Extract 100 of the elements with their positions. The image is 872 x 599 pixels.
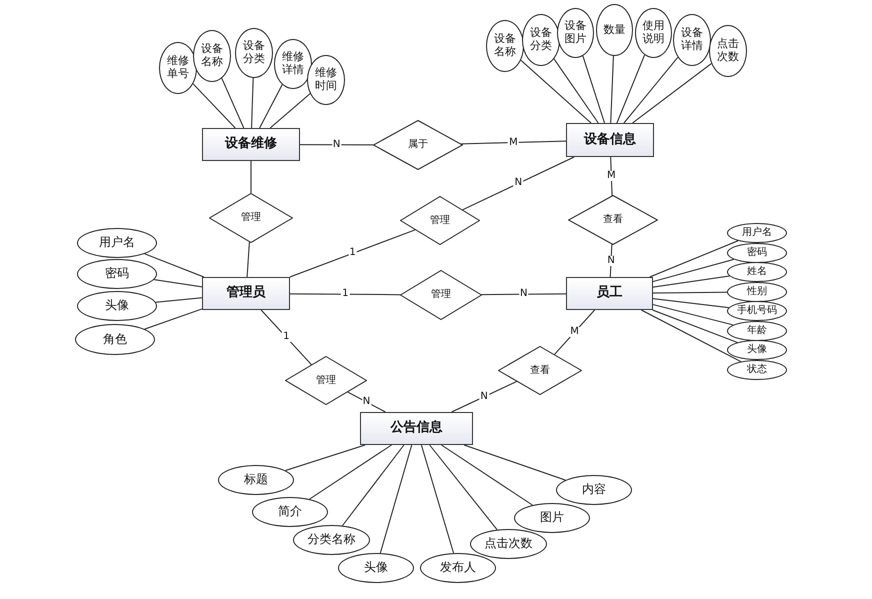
connector-line: [652, 298, 730, 308]
connector-line: [347, 392, 386, 412]
connector-line: [520, 60, 592, 124]
attribute-ellipse: [274, 39, 312, 89]
entity-label: 设备信息: [584, 132, 636, 148]
connector-line: [440, 444, 533, 506]
attribute-ellipse: [727, 360, 787, 380]
attribute-label: 标题: [244, 473, 268, 487]
connector-line: [652, 310, 738, 343]
cardinality-label: M: [606, 171, 617, 182]
connector-line: [632, 63, 712, 124]
attribute-ellipse: [218, 465, 294, 495]
entity-box: [202, 277, 290, 310]
attribute-label: 设备分类: [242, 40, 266, 66]
connector-line: [260, 310, 312, 366]
attribute-label: 角色: [103, 332, 127, 346]
connector-line: [610, 244, 612, 278]
attribute-label: 状态: [747, 364, 767, 376]
attribute-ellipse: [159, 42, 197, 94]
attribute-ellipse: [307, 55, 345, 105]
connector-line: [582, 55, 606, 124]
cardinality-label: N: [362, 397, 372, 407]
attribute-ellipse: [727, 321, 787, 341]
attribute-label: 简介: [278, 505, 302, 519]
attribute-label: 设备分类: [529, 27, 553, 53]
attribute-ellipse: [596, 4, 633, 56]
connector-line: [144, 253, 204, 278]
connector-line: [649, 240, 739, 278]
connector-line: [154, 279, 202, 288]
cardinality-label: M: [508, 138, 519, 148]
attribute-label: 设备名称: [493, 33, 517, 59]
relationship-label: 管理: [431, 289, 451, 301]
attribute-label: 头像: [364, 561, 388, 575]
entity-label: 管理员: [226, 286, 266, 301]
attribute-label: 发布人: [440, 561, 476, 575]
relationship-label: 管理: [430, 214, 450, 226]
attribute-label: 点击次数: [716, 38, 740, 64]
attribute-label: 图片: [540, 511, 564, 525]
attribute-label: 手机号码: [737, 305, 777, 317]
attribute-ellipse: [470, 529, 547, 559]
connector-line: [259, 84, 283, 128]
relationship-label: 属于: [408, 139, 428, 151]
attribute-ellipse: [727, 223, 787, 243]
attribute-ellipse: [556, 475, 632, 505]
attribute-label: 内容: [582, 483, 606, 497]
attribute-ellipse: [727, 282, 787, 302]
cardinality-label: N: [606, 256, 616, 266]
connector-line: [155, 297, 202, 303]
connector-line: [144, 308, 202, 330]
attribute-ellipse: [486, 20, 524, 72]
attribute-ellipse: [673, 14, 711, 66]
attribute-label: 使用说明: [642, 20, 666, 46]
attribute-ellipse: [522, 14, 560, 66]
connector-line: [460, 140, 566, 144]
attribute-ellipse: [75, 324, 155, 355]
relationship-label: 查看: [603, 214, 623, 226]
connector-line: [623, 56, 678, 124]
connector-line: [554, 58, 599, 124]
attribute-label: 用户名: [99, 236, 135, 250]
entity-box: [566, 277, 653, 310]
connector-line: [610, 55, 614, 124]
entity-label: 员工: [596, 286, 622, 301]
connector-line: [429, 444, 498, 530]
attribute-label: 年龄: [747, 325, 767, 337]
connector-line: [284, 444, 366, 472]
connector-line: [342, 444, 404, 526]
attribute-ellipse: [557, 8, 594, 58]
attribute-label: 密码: [747, 247, 767, 259]
attribute-label: 设备图片: [564, 20, 588, 46]
cardinality-label: 1: [348, 248, 357, 258]
connector-line: [309, 444, 392, 500]
attribute-label: 头像: [747, 344, 767, 356]
attribute-label: 点击次数: [484, 537, 532, 551]
attribute-ellipse: [635, 8, 672, 58]
cardinality-label: N: [332, 140, 342, 150]
connector-line: [652, 276, 730, 288]
connector-line: [616, 54, 646, 124]
connector-line: [221, 78, 244, 128]
attribute-ellipse: [77, 259, 157, 289]
connector-line: [289, 229, 416, 278]
connector-line: [250, 160, 252, 194]
cardinality-label: 1: [282, 332, 290, 342]
attribute-ellipse: [727, 262, 787, 282]
connector-line: [462, 156, 575, 210]
entity-box: [360, 412, 473, 445]
connector-line: [192, 83, 236, 128]
attribute-label: 用户名: [742, 227, 772, 239]
attribute-ellipse: [727, 301, 787, 321]
entity-box: [202, 128, 300, 161]
attribute-label: 头像: [105, 299, 129, 313]
attribute-label: 维修单号: [166, 55, 190, 81]
connector-line: [246, 242, 250, 278]
connector-line: [652, 292, 728, 294]
attribute-label: 设备详情: [680, 27, 704, 53]
entity-label: 设备维修: [225, 137, 277, 152]
attribute-ellipse: [727, 243, 787, 263]
cardinality-label: N: [514, 178, 524, 188]
connector-line: [380, 444, 412, 554]
relationship-label: 管理: [316, 374, 336, 386]
connector-line: [480, 293, 566, 296]
